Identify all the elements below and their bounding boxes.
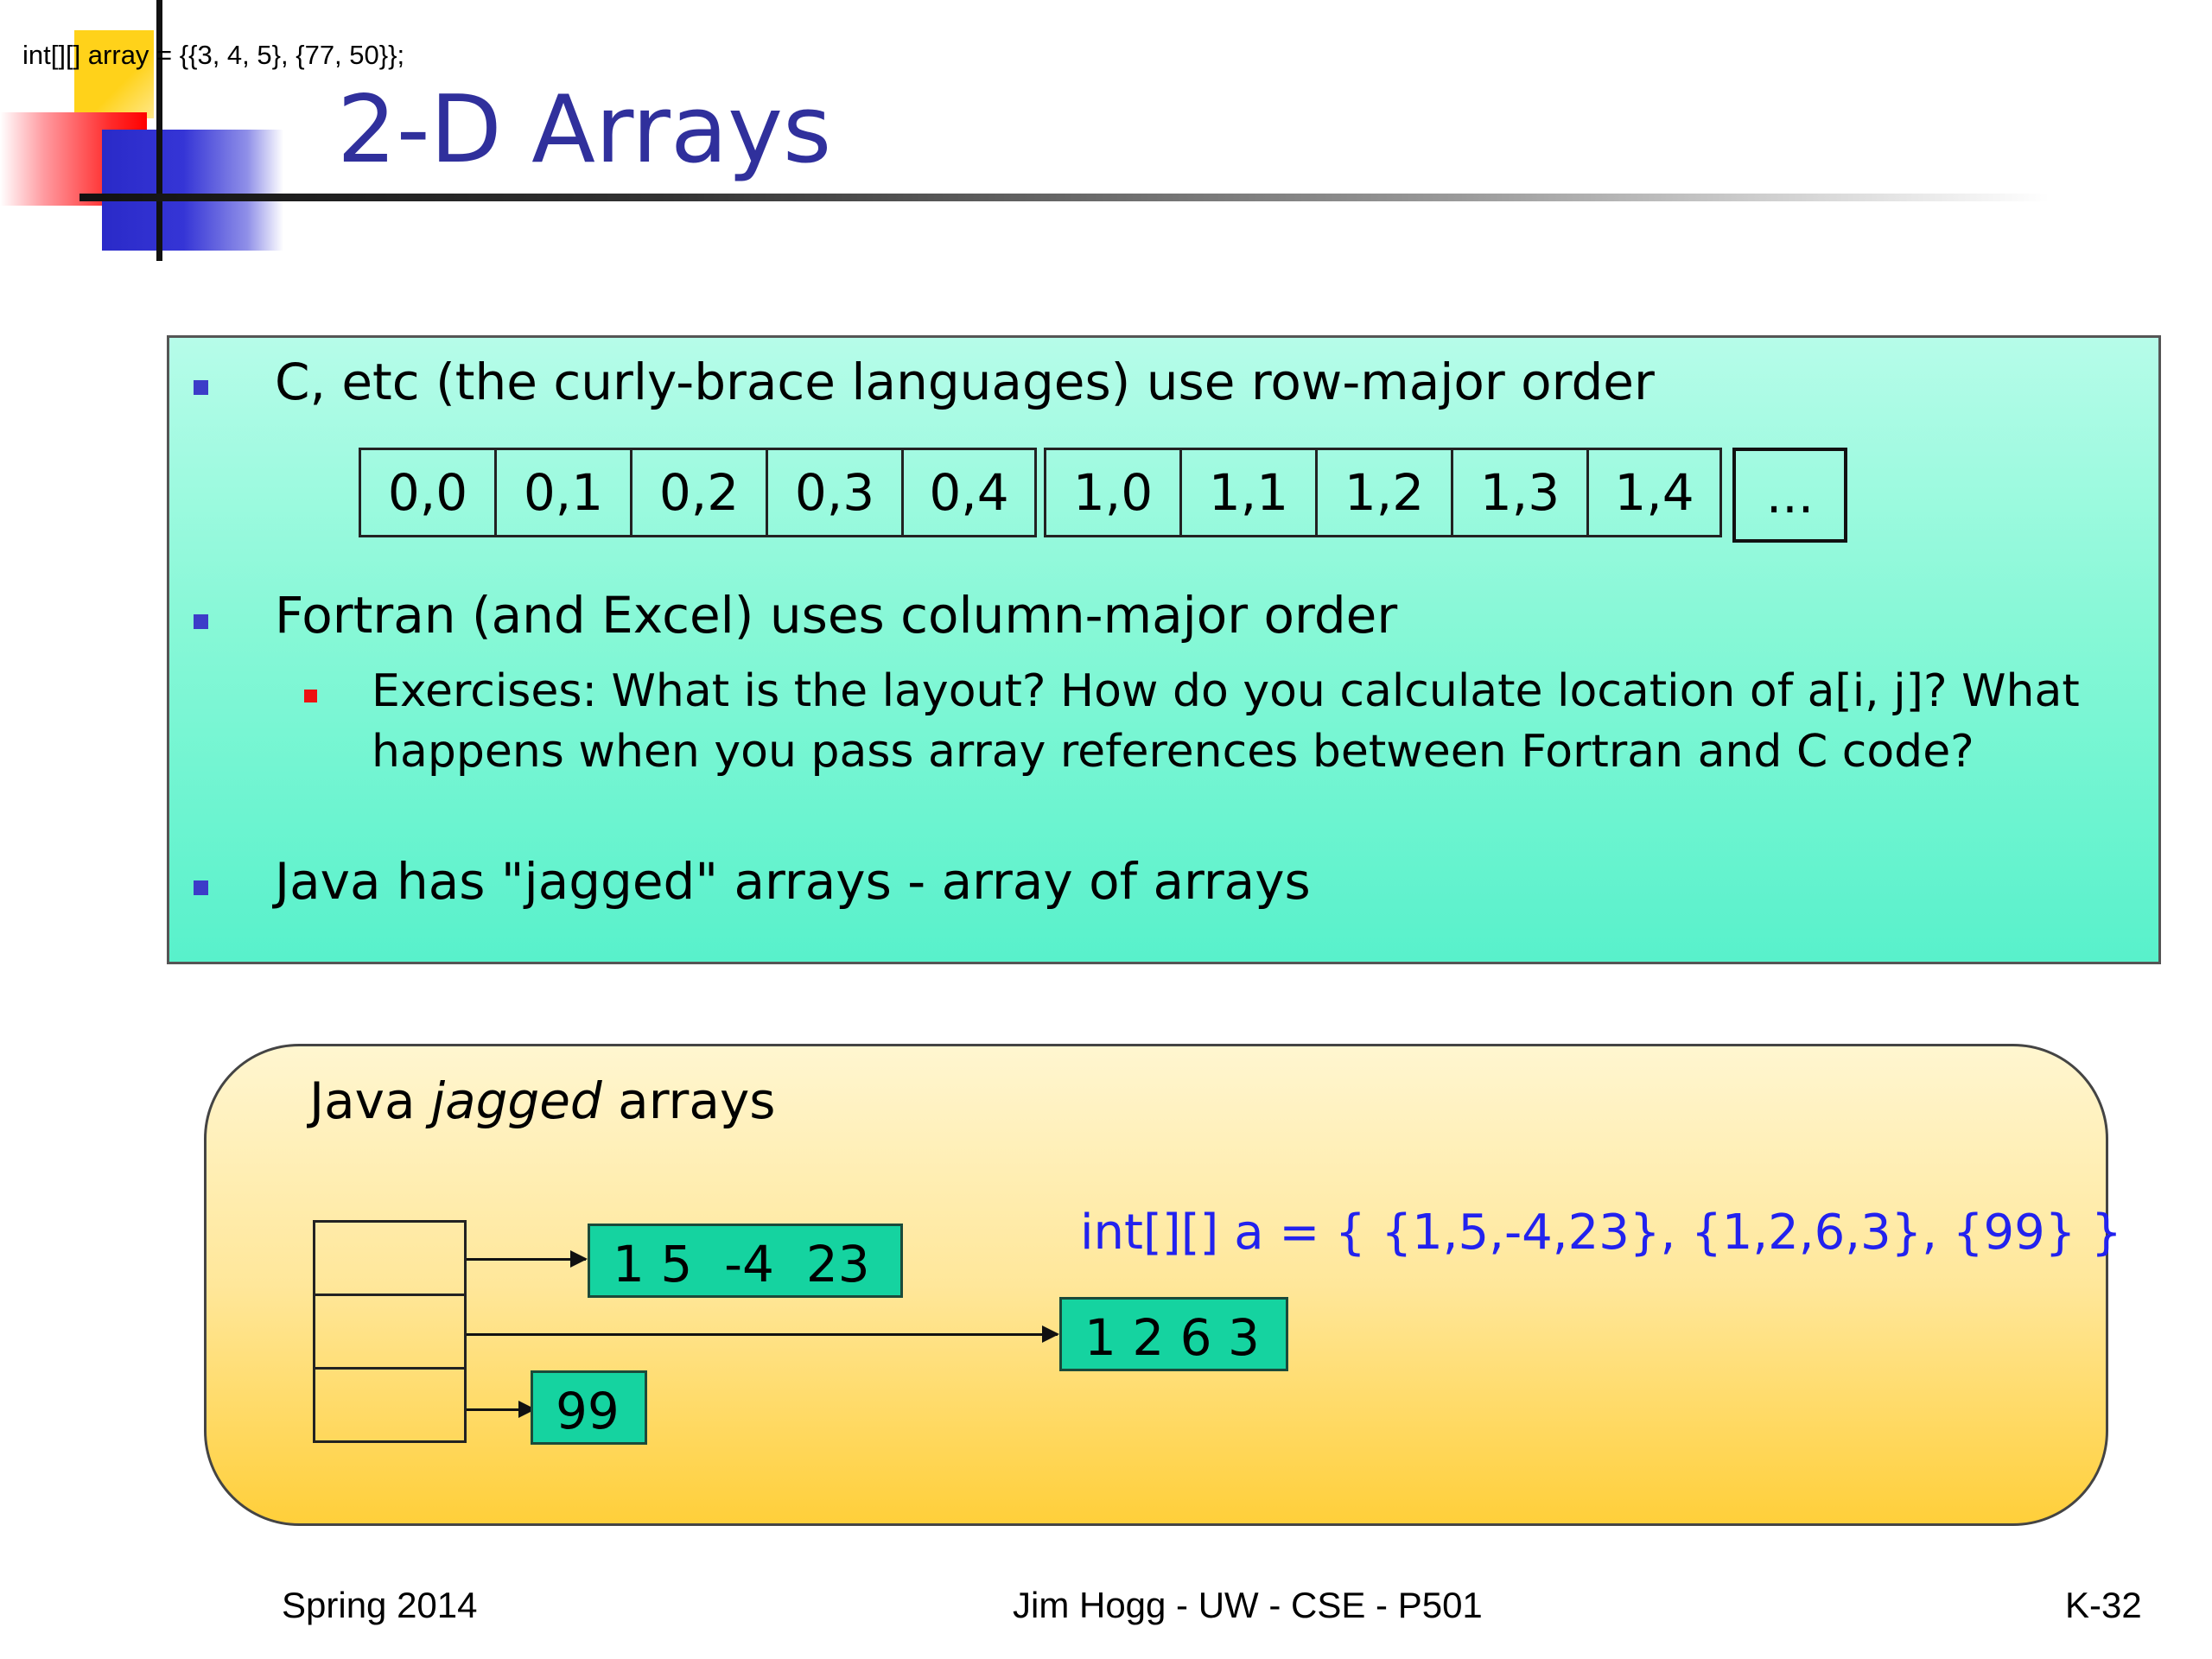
slide-title: 2-D Arrays <box>337 76 832 184</box>
bullet-icon <box>194 880 208 895</box>
logo-yellow-square <box>74 30 154 118</box>
pointer-cell-2 <box>313 1367 467 1443</box>
footer-date: Spring 2014 <box>282 1585 478 1625</box>
code-snippet: int[][] array = {{3, 4, 5}, {77, 50}}; <box>22 40 405 70</box>
array-cell: 0,3 <box>766 448 901 537</box>
bullet-exercises: Exercises: What is the layout? How do yo… <box>372 665 2080 778</box>
array-cell: 1,0 <box>1044 448 1179 537</box>
content-box <box>167 335 2161 964</box>
array-cell: 1,2 <box>1315 448 1451 537</box>
footer-page-number: K-32 <box>2065 1585 2142 1625</box>
jagged-row-2: 99 <box>531 1370 647 1445</box>
bullet-jagged: Java has "jagged" arrays - array of arra… <box>275 852 1311 911</box>
array-cell: 0,0 <box>359 448 494 537</box>
bullet-column-major: Fortran (and Excel) uses column-major or… <box>275 586 1398 645</box>
arrow-to-row0 <box>467 1250 588 1268</box>
jagged-row-1: 1 2 6 3 <box>1059 1297 1288 1371</box>
array-cell: 0,4 <box>901 448 1037 537</box>
bullet-icon <box>194 614 208 629</box>
row-major-row1: 1,0 1,1 1,2 1,3 1,4 <box>1044 448 1722 537</box>
sub-bullet-icon <box>304 690 317 702</box>
code-declaration: int[][] a = { {1,5,-4,23}, {1,2,6,3}, {9… <box>1080 1205 2122 1261</box>
jagged-title: Java jagged arrays <box>309 1071 776 1130</box>
logo-blue-square <box>102 130 283 251</box>
arrow-to-row2 <box>467 1401 536 1418</box>
row-major-row0: 0,0 0,1 0,2 0,3 0,4 <box>359 448 1037 537</box>
footer-author: Jim Hogg - UW - CSE - P501 <box>1013 1585 1483 1625</box>
jagged-title-italic: jagged <box>430 1071 602 1130</box>
jagged-arrays-box <box>204 1044 2108 1526</box>
array-cell-ellipsis: ... <box>1732 448 1847 543</box>
arrow-to-row1 <box>467 1325 1059 1343</box>
jagged-row-0: 1 5 -4 23 <box>588 1224 903 1298</box>
bullet-row-major: C, etc (the curly-brace languages) use r… <box>275 353 1655 411</box>
array-cell: 0,1 <box>494 448 630 537</box>
array-cell: 1,1 <box>1179 448 1315 537</box>
logo-vertical-line <box>156 0 162 261</box>
bullet-icon <box>194 380 208 395</box>
array-cell: 0,2 <box>630 448 766 537</box>
pointer-cell-0 <box>313 1220 467 1296</box>
array-cell: 1,3 <box>1451 448 1586 537</box>
pointer-cell-1 <box>313 1294 467 1370</box>
array-cell: 1,4 <box>1586 448 1722 537</box>
title-underline <box>79 194 2050 201</box>
